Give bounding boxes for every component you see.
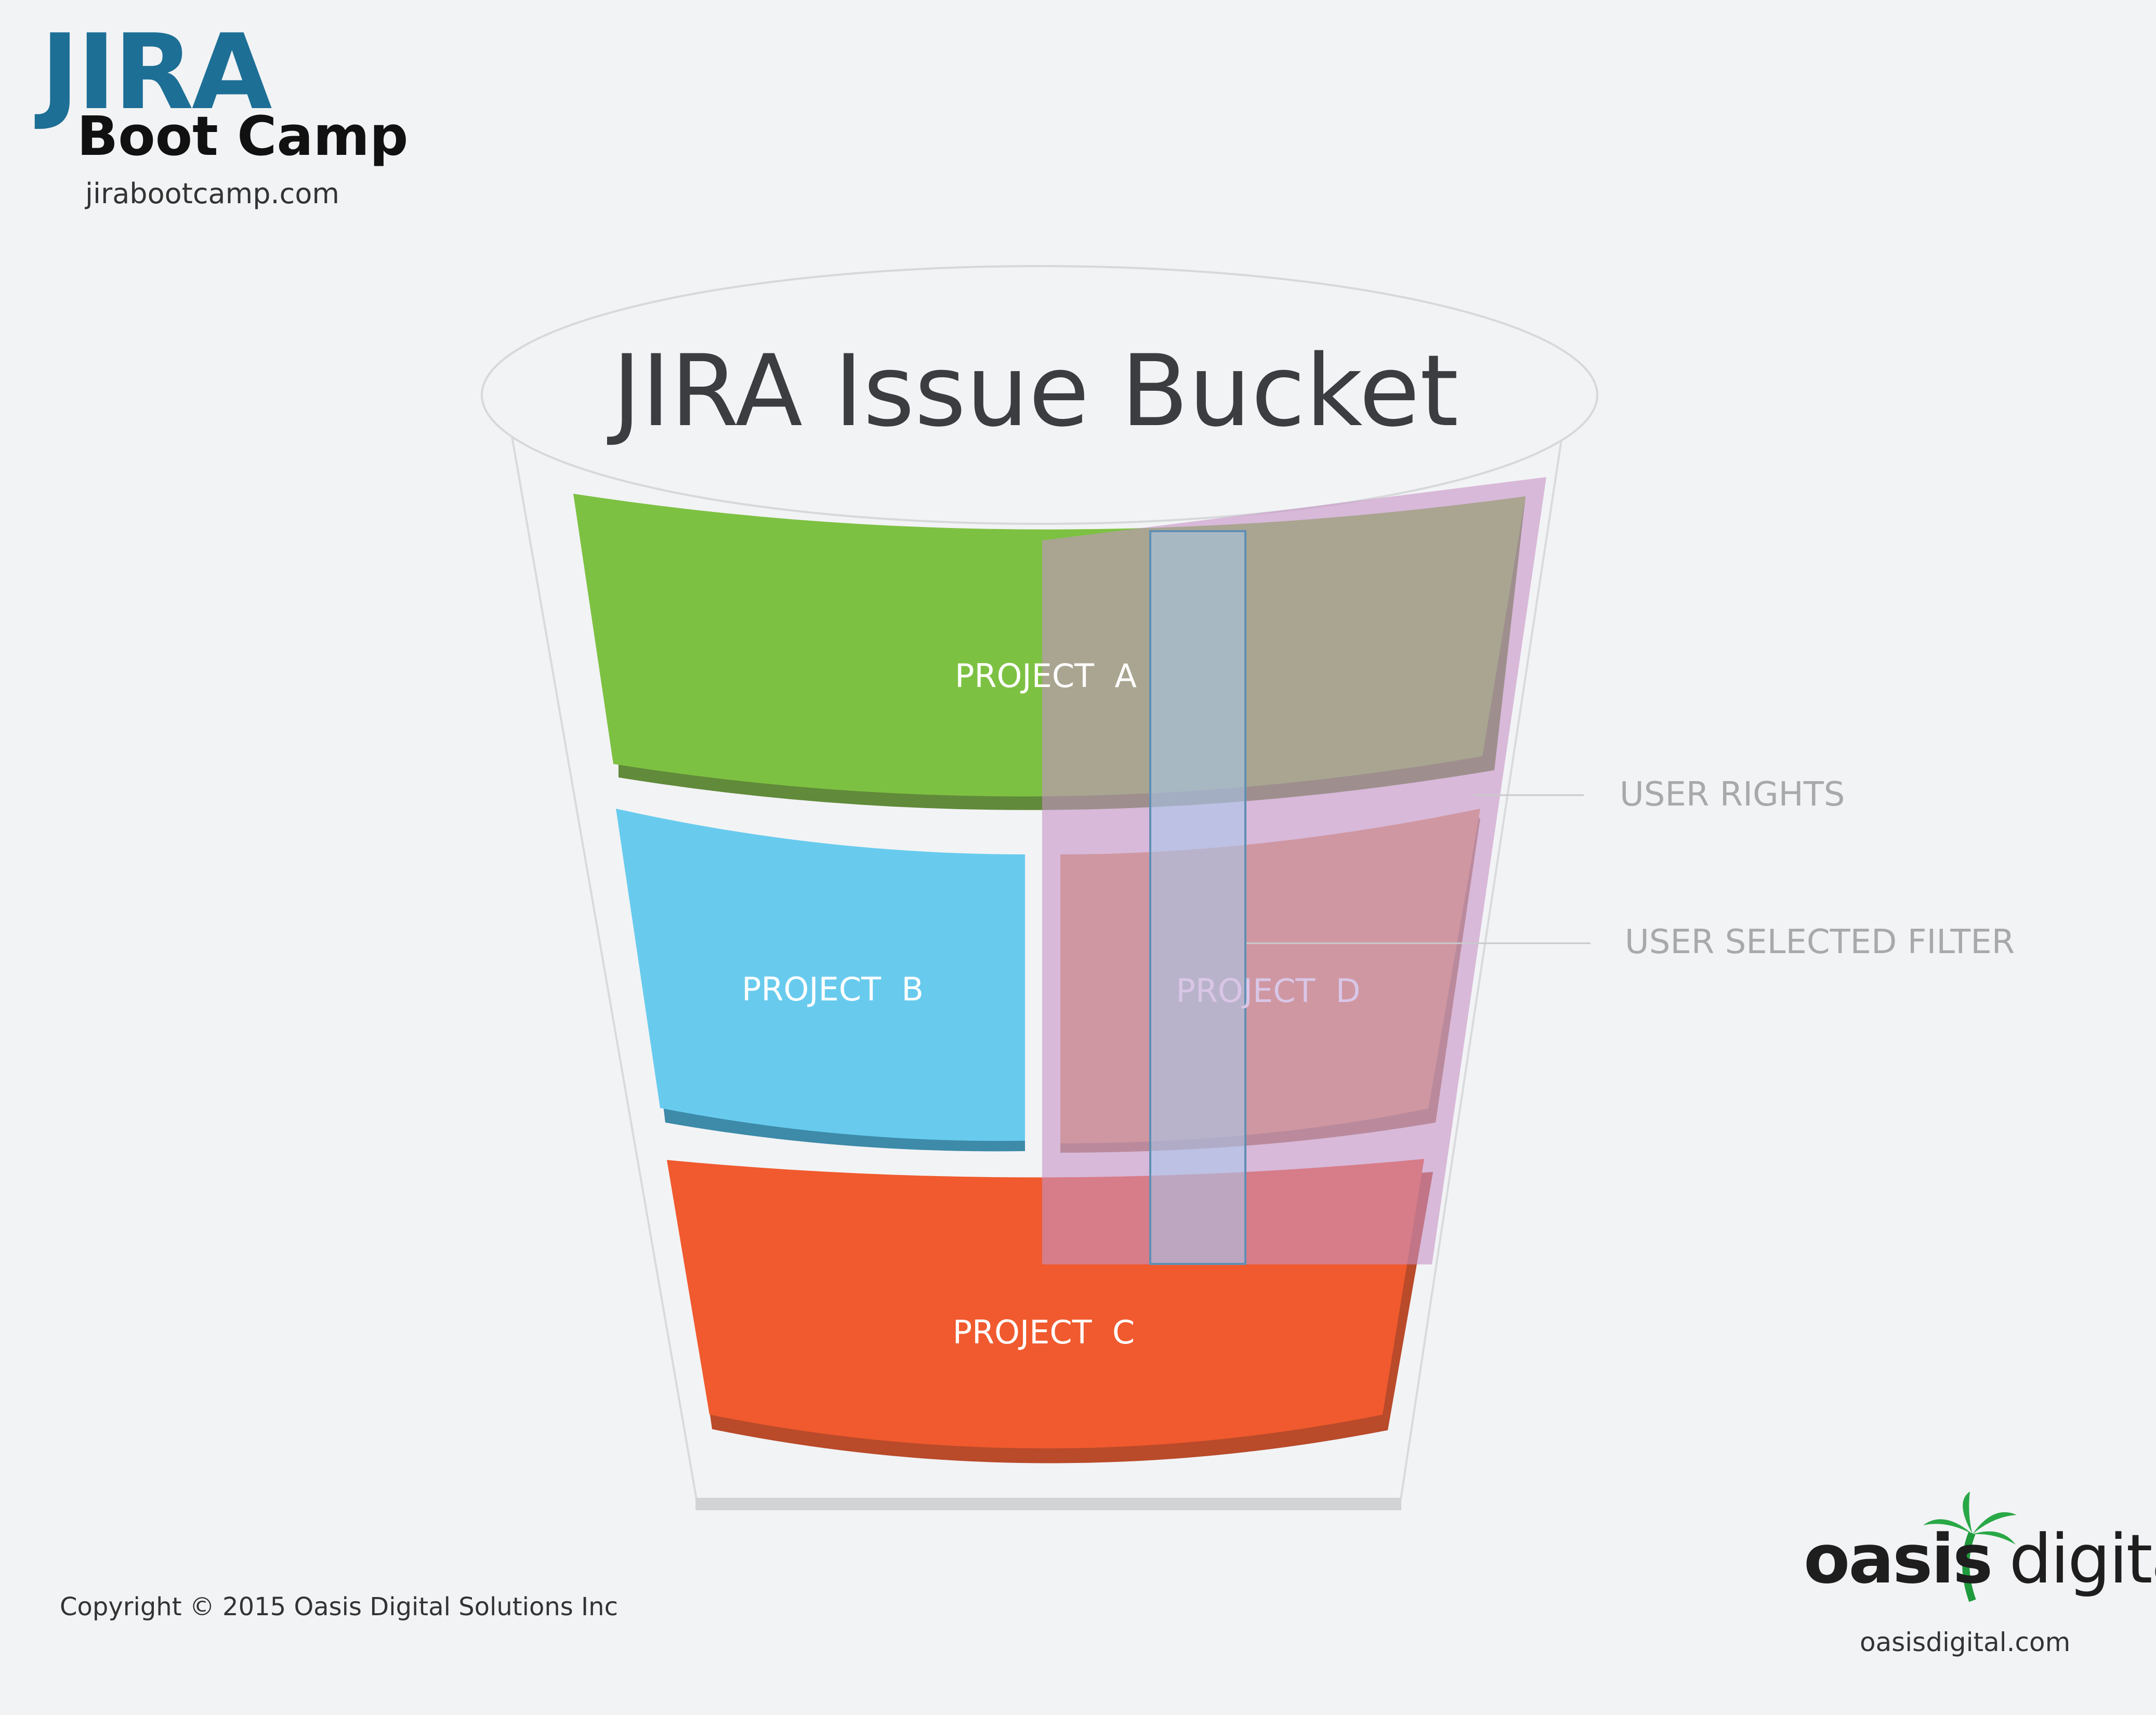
user-rights-callout: USER RIGHTS (1620, 775, 1845, 814)
oasis-wordmark-part: oasis (1804, 1520, 1993, 1599)
project-b-block (616, 809, 1025, 1152)
copyright-text: Copyright © 2015 Oasis Digital Solutions… (60, 1592, 618, 1621)
project-a-label: PROJECT A (955, 657, 1137, 695)
project-b-label: PROJECT B (742, 970, 924, 1008)
bucket-rim (481, 265, 1598, 525)
bucket-base (695, 1498, 1401, 1510)
user-rights-overlay (1042, 477, 1546, 1264)
digital-wordmark-part: digital (2009, 1520, 2156, 1599)
jirabootcamp-url: jirabootcamp.com (85, 177, 339, 210)
user-selected-filter-callout: USER SELECTED FILTER (1625, 923, 2015, 961)
boot-camp-wordmark: Boot Camp (77, 104, 409, 168)
bucket-outline (481, 265, 1598, 1510)
project-d-label: PROJECT D (1176, 972, 1360, 1010)
diagram-title: JIRA Issue Bucket (607, 334, 1458, 448)
jira-logo-wordmark: JIRA (41, 12, 272, 133)
user-selected-filter-overlay (1149, 530, 1246, 1265)
project-c-label: PROJECT C (953, 1313, 1135, 1351)
oasisdigital-url: oasisdigital.com (1860, 1627, 2071, 1657)
oasis-digital-wordmark: oasisdigital (1804, 1525, 2156, 1593)
palm-tree-icon (1923, 1492, 2017, 1602)
